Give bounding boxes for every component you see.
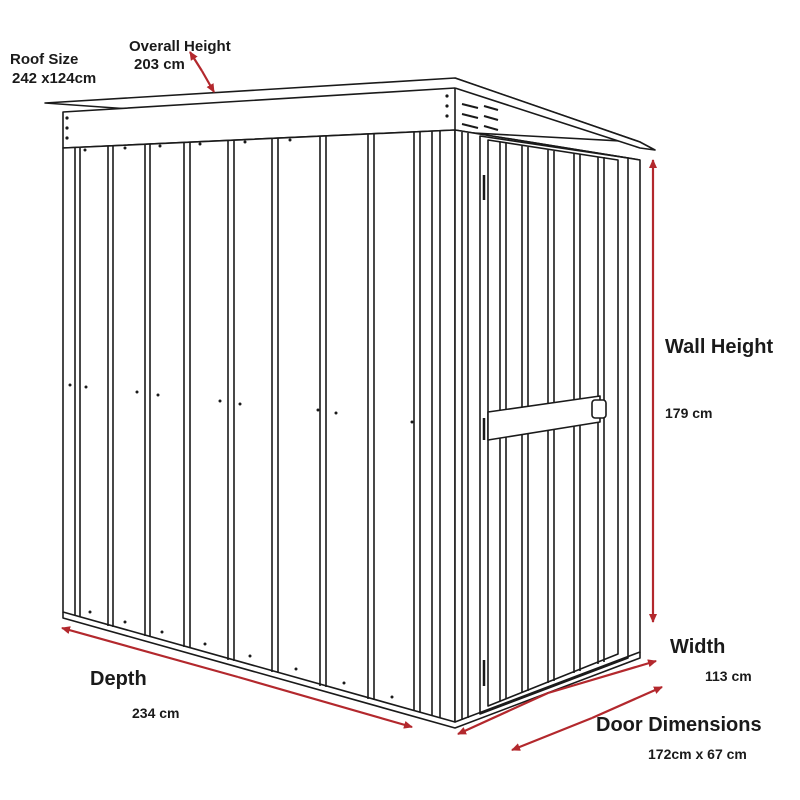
door-dimensions-value: 172cm x 67 cm: [648, 746, 747, 762]
dimension-arrows: [61, 51, 663, 752]
long-wall-ribs: [74, 131, 441, 718]
roof-size-label: Roof Size: [10, 51, 79, 68]
roof-size-value: 242 x124cm: [12, 70, 97, 87]
depth-value: 234 cm: [132, 705, 180, 721]
overall-height-label: Overall Height: [129, 38, 231, 55]
door-arrow: [511, 716, 593, 752]
overall-height-value: 203 cm: [134, 56, 185, 73]
width-label: Width: [670, 636, 726, 658]
door-crossbar: [487, 395, 601, 441]
width-value: 113 cm: [705, 668, 752, 684]
roof-bolts: [65, 94, 449, 140]
overall-height-arrow: [189, 51, 203, 72]
door-frame: [479, 135, 629, 715]
shed-drawing: [44, 77, 656, 729]
door-latch: [591, 399, 607, 419]
wall-height-value: 179 cm: [665, 405, 713, 421]
depth-arrow: [61, 626, 239, 679]
roof-vents: [461, 103, 499, 131]
door-dimensions-label: Door Dimensions: [596, 714, 762, 736]
wall-height-label: Wall Height: [665, 336, 774, 358]
roof-side: [454, 77, 656, 151]
depth-label: Depth: [90, 668, 147, 690]
width-arrow: [457, 691, 549, 736]
base-edge: [62, 612, 641, 729]
long-wall: [62, 129, 456, 723]
